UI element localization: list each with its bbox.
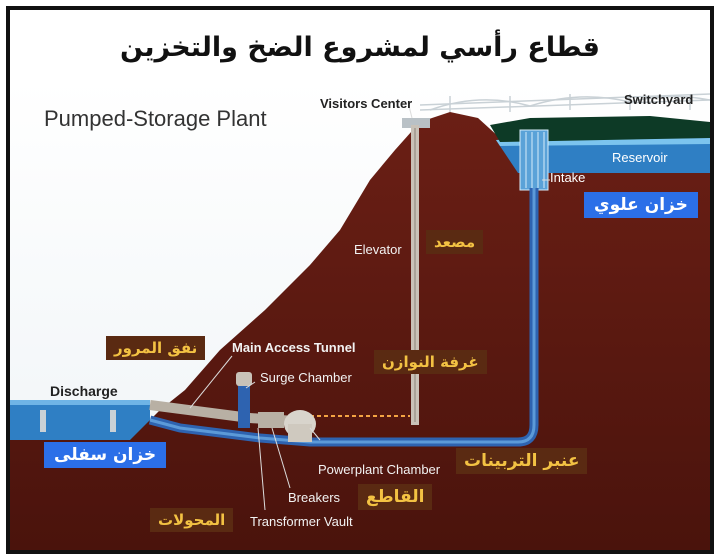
label-access-tunnel-ar: نفق المرور bbox=[106, 336, 205, 360]
label-powerplant-chamber: Powerplant Chamber bbox=[318, 462, 440, 477]
label-lower-reservoir-ar: خزان سفلى bbox=[44, 442, 166, 468]
label-elevator: Elevator bbox=[354, 242, 402, 257]
label-upper-reservoir-ar: خزان علوي bbox=[584, 192, 698, 218]
label-breakers: Breakers bbox=[288, 490, 340, 505]
label-transformers-ar: المحولات bbox=[150, 508, 233, 532]
label-transformer-vault: Transformer Vault bbox=[250, 514, 353, 529]
label-breaker-ar: القاطع bbox=[358, 484, 432, 510]
lower-reservoir-water bbox=[10, 402, 150, 442]
label-surge-chamber-ar: غرفة النوازن bbox=[374, 350, 487, 374]
label-turbine-passage-ar: عنبر التربينات bbox=[456, 448, 587, 474]
label-reservoir: Reservoir bbox=[612, 150, 668, 165]
label-elevator-ar: مصعد bbox=[426, 230, 483, 254]
label-switchyard: Switchyard bbox=[624, 92, 693, 107]
page-title: قطاع رأسي لمشروع الضخ والتخزين bbox=[10, 32, 710, 63]
diagram-frame: قطاع رأسي لمشروع الضخ والتخزين Pumped-St… bbox=[6, 6, 714, 554]
surge-chamber-shaft bbox=[238, 382, 250, 428]
label-main-access-tunnel: Main Access Tunnel bbox=[232, 340, 356, 355]
plant-title: Pumped-Storage Plant bbox=[44, 106, 267, 132]
lower-reservoir-surface bbox=[10, 400, 150, 405]
label-discharge: Discharge bbox=[50, 383, 118, 399]
breakers-vault bbox=[258, 412, 284, 428]
label-visitors-center: Visitors Center bbox=[320, 96, 412, 111]
label-surge-chamber: Surge Chamber bbox=[260, 370, 352, 385]
label-intake: Intake bbox=[550, 170, 585, 185]
